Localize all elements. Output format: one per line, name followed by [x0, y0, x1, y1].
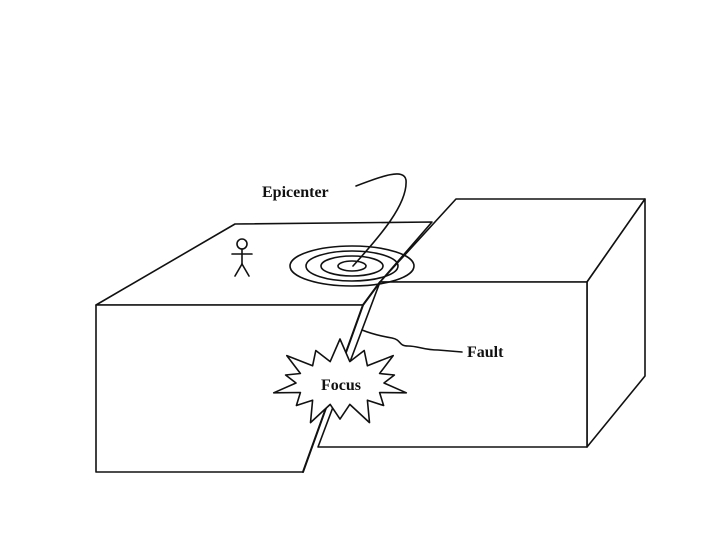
- focus-label: Focus: [321, 377, 361, 394]
- fault-label: Fault: [467, 344, 504, 361]
- epicenter-label: Epicenter: [262, 184, 329, 201]
